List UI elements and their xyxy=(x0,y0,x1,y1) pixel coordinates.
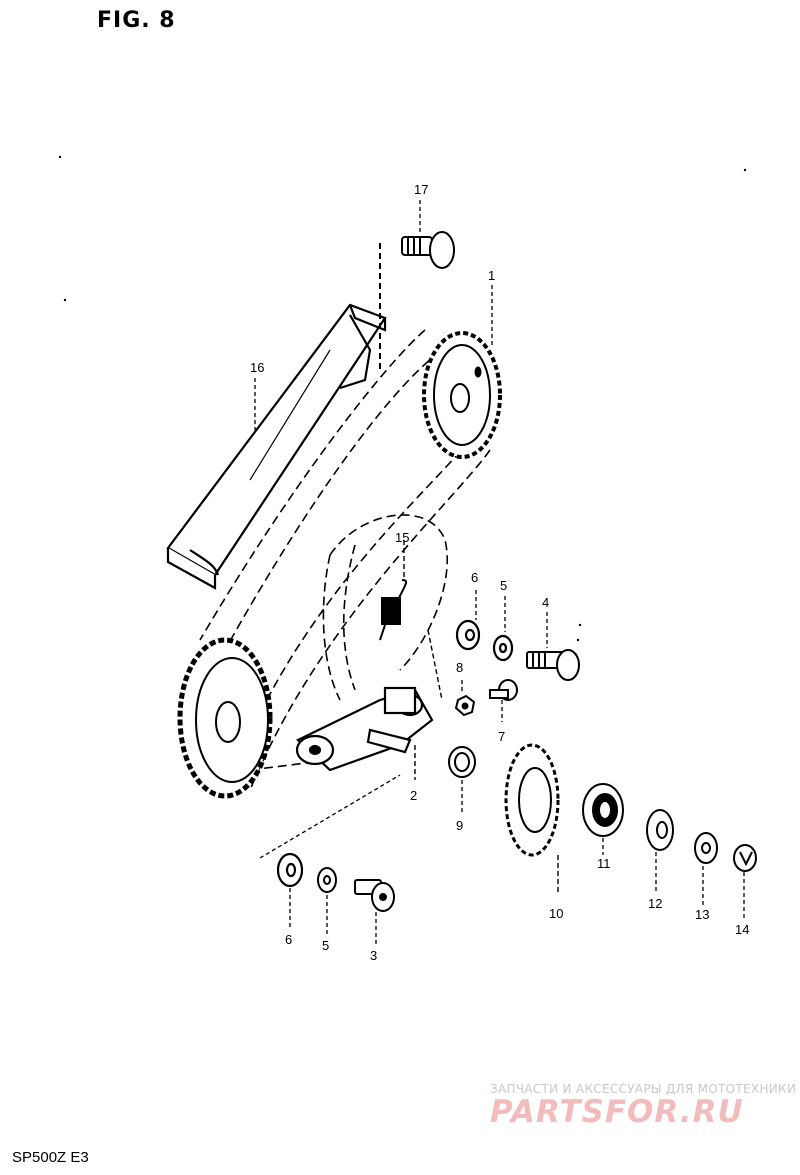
callout-11: 11 xyxy=(597,856,611,871)
washer-12-icon xyxy=(646,809,674,851)
callout-5-bottom: 5 xyxy=(322,938,329,953)
washer-6-top-icon xyxy=(455,619,481,651)
callout-4: 4 xyxy=(542,595,549,610)
figure-title: FIG. 8 xyxy=(97,8,176,33)
washer-13-icon xyxy=(694,832,718,864)
callout-1: 1 xyxy=(488,268,495,283)
bolt-7-icon xyxy=(489,679,518,701)
collar-9-icon xyxy=(448,746,476,778)
callout-3: 3 xyxy=(370,948,377,963)
model-code: SP500Z E3 xyxy=(12,1149,89,1166)
crank-sprocket-bottom xyxy=(177,637,273,799)
leader-lines xyxy=(254,200,745,945)
callout-16: 16 xyxy=(250,360,264,375)
callout-15: 15 xyxy=(395,530,409,545)
bolt-4-icon xyxy=(526,649,580,681)
washer-5-bottom-icon xyxy=(317,867,337,893)
bolt-17-icon xyxy=(379,231,455,370)
bolt-3-icon xyxy=(354,879,395,912)
callout-8: 8 xyxy=(456,660,463,675)
callout-10: 10 xyxy=(549,906,563,921)
watermark-caption: ЗАПЧАСТИ И АКСЕССУАРЫ ДЛЯ МОТОТЕХНИКИ xyxy=(490,1082,797,1096)
watermark-logo: PARTSFOR.RU xyxy=(490,1094,744,1130)
washer-5-top-icon xyxy=(492,634,514,662)
callout-labels: 17 1 16 15 6 5 4 8 7 2 9 11 10 12 13 14 … xyxy=(250,182,749,963)
callout-12: 12 xyxy=(648,896,662,911)
tensioner-spring-15-icon xyxy=(379,540,408,641)
sprocket-10-icon xyxy=(504,743,560,895)
circlip-14-icon xyxy=(733,844,757,872)
callout-9: 9 xyxy=(456,818,463,833)
callout-14: 14 xyxy=(735,922,749,937)
washer-6-bottom-icon xyxy=(276,852,304,888)
callout-7: 7 xyxy=(498,729,505,744)
needle-bearing-11-icon xyxy=(582,783,624,837)
callout-2: 2 xyxy=(410,788,417,803)
callout-5-top: 5 xyxy=(500,578,507,593)
callout-13: 13 xyxy=(695,907,709,922)
callout-17: 17 xyxy=(414,182,428,197)
callout-6-top: 6 xyxy=(471,570,478,585)
chain-guide xyxy=(166,303,387,590)
nut-8-icon xyxy=(454,694,476,717)
cam-sprocket-top xyxy=(422,331,502,459)
callout-6-bottom: 6 xyxy=(285,932,292,947)
tensioner-arm xyxy=(295,629,443,780)
